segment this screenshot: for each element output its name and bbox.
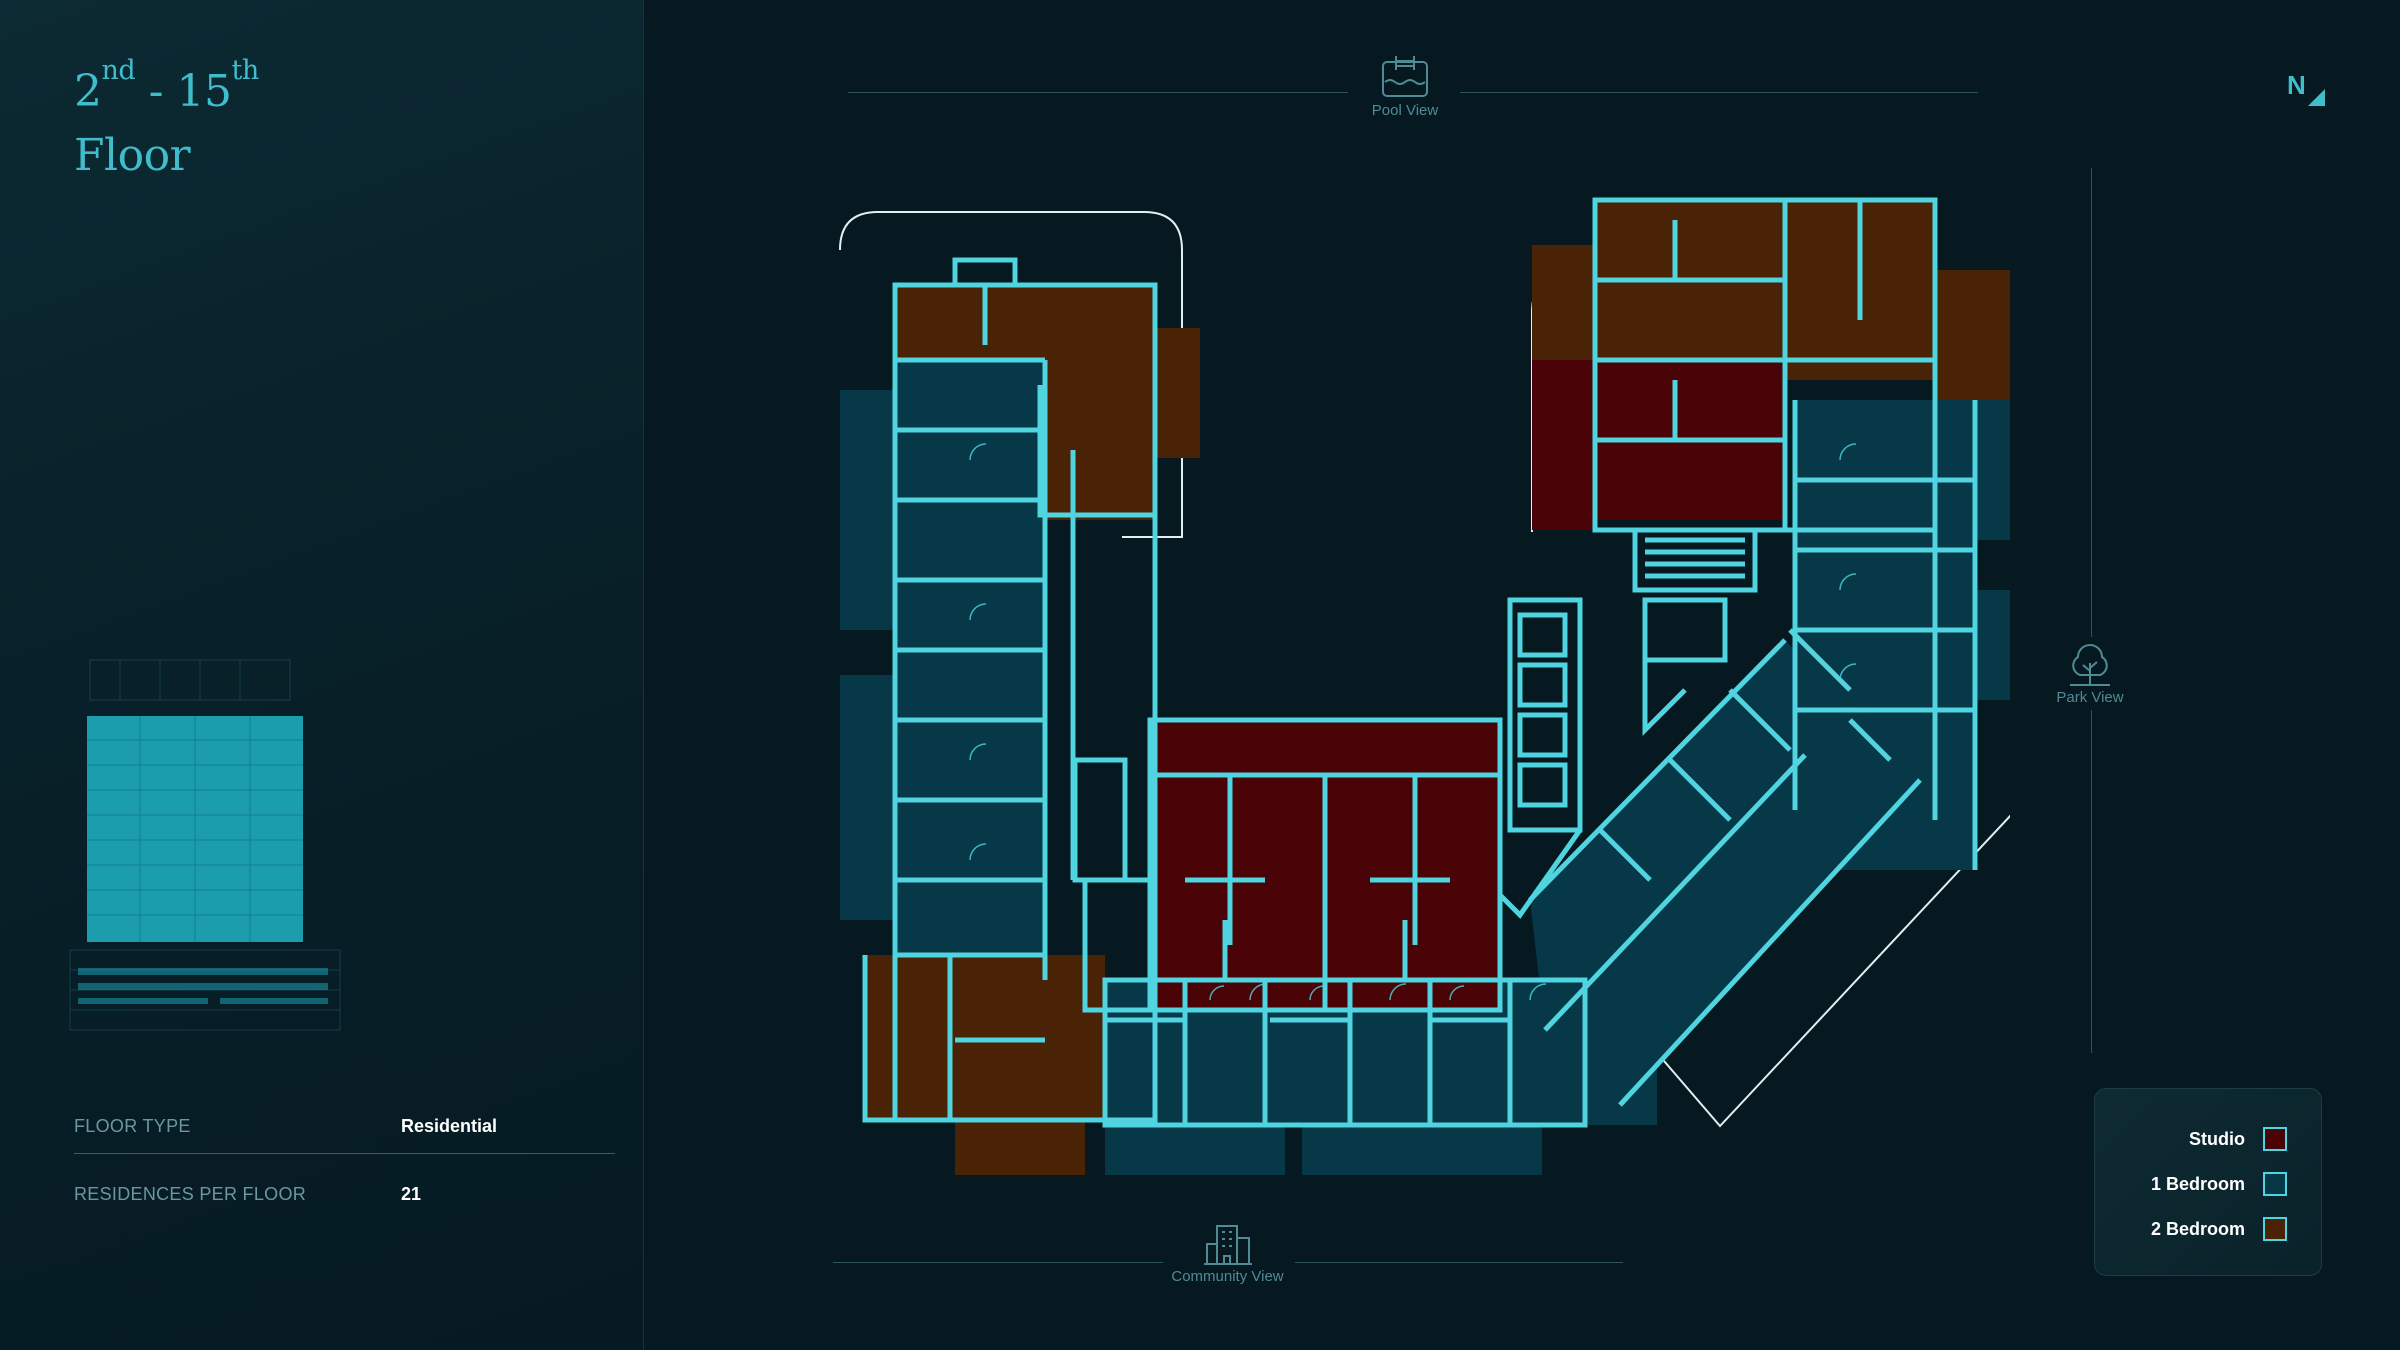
balcony	[1975, 590, 2010, 700]
pool-view-line-left	[848, 92, 1348, 93]
floor-range: 2nd - 15th	[74, 55, 259, 118]
legend-swatch-studio	[2263, 1127, 2287, 1151]
unit-2bed-balcony	[955, 1120, 1085, 1175]
pool-icon	[1382, 56, 1428, 97]
legend-swatch-1bed	[2263, 1172, 2287, 1196]
floor-plan	[839, 197, 2010, 1175]
park-view-marker: Park View	[2040, 637, 2140, 710]
community-view-line-right	[1295, 1262, 1623, 1263]
floor-type-row: FLOOR TYPE Residential	[74, 1116, 615, 1156]
balcony	[1532, 360, 1595, 530]
pool-view-line-right	[1460, 92, 1978, 93]
north-compass: N	[2287, 70, 2325, 106]
park-view-line	[2091, 168, 2092, 1053]
pool-view-marker: Pool View	[1355, 52, 1455, 119]
community-view-marker: Community View	[1160, 1222, 1295, 1285]
unit-2bed-top	[1595, 200, 1935, 380]
balcony	[840, 390, 895, 630]
divider	[74, 1153, 615, 1154]
community-view-line-left	[833, 1262, 1163, 1263]
building-icon	[1203, 1225, 1252, 1265]
north-label: N	[2287, 70, 2306, 100]
north-arrow-icon	[2308, 89, 2325, 106]
pool-view-label: Pool View	[1371, 102, 1439, 119]
residences-label: RESIDENCES PER FLOOR	[74, 1184, 307, 1204]
building-elevation-icon	[69, 659, 341, 1031]
unit-type-legend: Studio 1 Bedroom 2 Bedroom	[2094, 1088, 2322, 1276]
balcony	[1975, 400, 2010, 540]
balcony	[840, 675, 895, 920]
legend-label: 2 Bedroom	[2150, 1219, 2245, 1239]
balcony	[1302, 1125, 1542, 1175]
legend-label: Studio	[2189, 1129, 2245, 1149]
residences-value: 21	[401, 1184, 422, 1204]
unit-2bed	[1040, 375, 1157, 520]
floor-type-label: FLOOR TYPE	[74, 1116, 191, 1136]
floor-type-value: Residential	[401, 1116, 498, 1136]
park-view-label: Park View	[2056, 689, 2124, 706]
tree-icon	[2070, 644, 2110, 686]
floor-title: 2nd - 15th Floor	[74, 55, 259, 188]
legend-swatch-2bed	[2263, 1217, 2287, 1241]
community-view-label: Community View	[1171, 1268, 1284, 1285]
outline-west-wing	[839, 211, 1183, 538]
residences-row: RESIDENCES PER FLOOR 21	[74, 1184, 615, 1224]
floor-word: Floor	[74, 130, 191, 181]
unit-1bed-diagonal	[1530, 640, 1920, 1105]
floor-info-panel: 2nd - 15th Floor FLOOR TYPE Residential	[0, 0, 644, 1350]
legend-label: 1 Bedroom	[2150, 1174, 2245, 1194]
balcony	[1105, 1125, 1285, 1175]
